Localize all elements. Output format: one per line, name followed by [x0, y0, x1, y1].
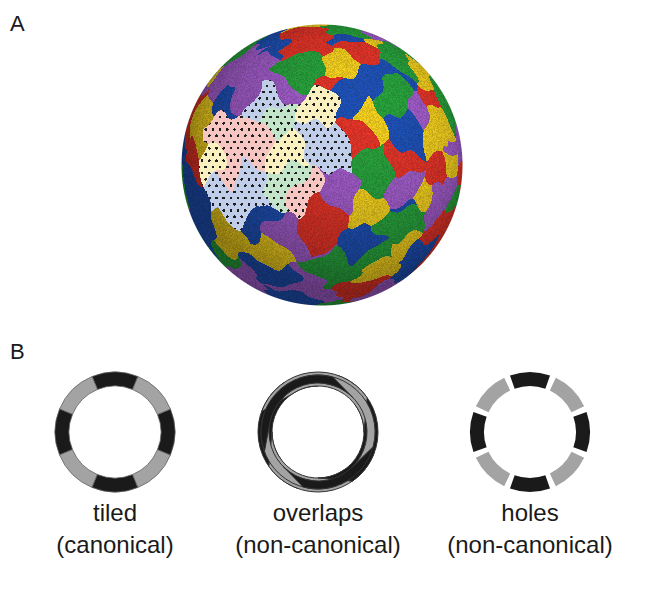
ring-segment [157, 409, 175, 455]
ring-segment [92, 474, 138, 492]
ring-segment [133, 377, 171, 415]
ring-segment [510, 372, 550, 389]
panel-letter: A [10, 12, 25, 36]
ring-caption: overlaps [273, 500, 364, 526]
ring-caption: tiled [93, 500, 137, 526]
ring-segment [55, 409, 73, 455]
ring-segment [283, 413, 375, 489]
ring-segment [510, 475, 550, 492]
ring-segment [476, 452, 510, 486]
ring-caption: (non-canonical) [235, 532, 400, 558]
ring-segment [550, 378, 584, 412]
panel-letter: B [10, 340, 25, 364]
ring-segment [476, 378, 510, 412]
ring-caption: (non-canonical) [447, 532, 612, 558]
ring-segment [550, 452, 584, 486]
ring-diagrams [55, 372, 590, 492]
ring-segment [60, 377, 98, 415]
capsid-sphere [180, 23, 464, 307]
ring-segment [133, 450, 171, 488]
ring-segment [573, 412, 590, 452]
ring-segment [60, 450, 98, 488]
ring-segment [261, 375, 353, 451]
ring-caption: (canonical) [56, 532, 173, 558]
ring-segment [299, 375, 375, 467]
ring-segment [92, 372, 138, 390]
ring-caption: holes [501, 500, 558, 526]
ring-segment [470, 412, 487, 452]
